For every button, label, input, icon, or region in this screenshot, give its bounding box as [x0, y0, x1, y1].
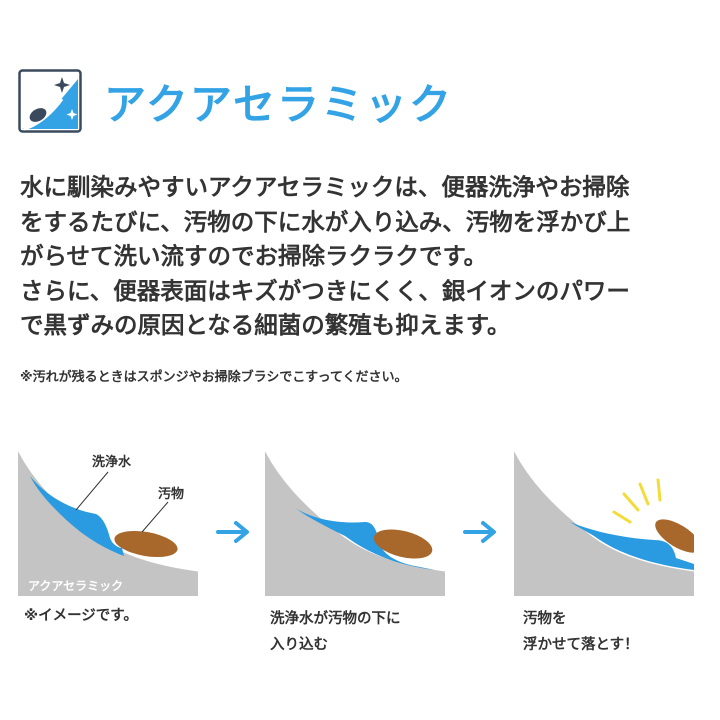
caption-panel-3: 汚物を 浮かせて落とす！: [523, 606, 639, 658]
description: 水に馴染みやすいアクアセラミックは、便器洗浄やお掃除 をするたびに、汚物の下に水…: [20, 170, 710, 343]
description-line: さらに、便器表面はキズがつきにくく、銀イオンのパワー: [20, 276, 630, 305]
ceramic-surface: [265, 448, 445, 596]
dirt-blob: [655, 519, 694, 553]
caption-line: 汚物を: [523, 611, 567, 627]
sparkle-lines: [612, 478, 662, 524]
cleaning-note: ※汚れが残るときはスポンジやお掃除ブラシでこすってください。: [20, 370, 408, 385]
arrow-right-icon: [216, 521, 249, 543]
label-water: 洗浄水: [92, 454, 132, 470]
dirt-blob: [114, 530, 178, 558]
header: アクアセラミック: [18, 66, 453, 136]
sparkle-slope-icon: [18, 69, 82, 133]
description-line: 水に馴染みやすいアクアセラミックは、便器洗浄やお掃除: [20, 173, 630, 201]
ceramic-surface: [514, 448, 694, 596]
water-layer: [295, 508, 435, 570]
diagram-panel-initial: 洗浄水 汚物 アクアセラミック: [18, 448, 198, 596]
ceramic-surface: [18, 448, 198, 596]
water-layer: [570, 522, 694, 570]
arrow-right-icon: [463, 521, 496, 543]
label-dirt: 汚物: [158, 486, 184, 502]
caption-line: 浮かせて落とす！: [523, 637, 639, 653]
dirt-blob: [373, 529, 433, 559]
page-title: アクアセラミック: [104, 79, 454, 129]
description-line: をするたびに、汚物の下に水が入り込み、汚物を浮かび上: [20, 207, 631, 236]
caption-line: 洗浄水が汚物の下に: [270, 611, 401, 627]
water-layer: [30, 476, 124, 556]
description-line: で黒ずみの原因となる細菌の繁殖も抑えます。: [20, 311, 511, 339]
description-line: がらせて洗い流すのでお掃除ラクラクです。: [20, 242, 488, 270]
caption-panel-1: ※イメージです。: [24, 603, 138, 629]
caption-line: 入り込む: [270, 637, 328, 653]
caption-line: ※イメージです。: [24, 608, 138, 624]
diagram-panel-water-entering: [265, 448, 445, 596]
label-surface: アクアセラミック: [28, 579, 123, 593]
caption-panel-2: 洗浄水が汚物の下に 入り込む: [270, 606, 401, 658]
diagram-panel-dirt-lifted: [514, 448, 694, 596]
